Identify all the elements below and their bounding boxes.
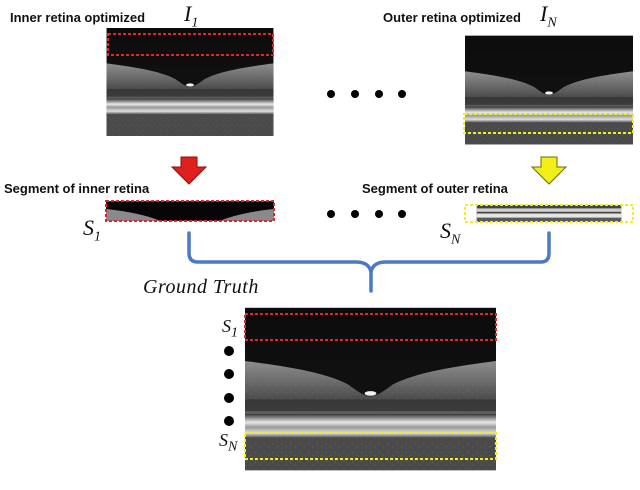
ellipsis-top [327,90,406,98]
inner-segment-label: Segment of inner retina [4,181,150,196]
ground-truth-scan-image [244,307,497,471]
arrow-down-yellow-icon [530,156,568,185]
outer-retina-box [463,113,634,134]
ellipsis-middle [327,210,406,218]
arrow-down-red-icon [170,156,208,185]
ground-truth-s1-symbol: S1 [222,316,238,341]
outer-segment-label: Segment of outer retina [362,181,508,196]
inner-retina-image-symbol: I1 [184,1,199,31]
segment-s1-symbol: S1 [83,215,101,245]
ellipsis-vertical [224,346,234,426]
inner-retina-scan-image [106,28,274,136]
segment-sn-symbol: SN [440,218,461,248]
outer-retina-optimized-label: Outer retina optimized [383,10,521,25]
inner-retina-optimized-label: Inner retina optimized [10,10,146,25]
outer-retina-image-symbol: IN [540,1,557,31]
ground-truth-inner-box [244,313,497,341]
inner-retina-box [107,33,274,56]
outer-retina-segment-strip [464,204,634,223]
outer-retina-scan-image [463,35,634,145]
inner-retina-segment-strip [105,200,275,222]
ground-truth-label: Ground Truth [143,276,259,298]
ground-truth-outer-box [244,432,497,460]
brace-connector [187,231,551,293]
ground-truth-sn-symbol: SN [219,430,238,455]
